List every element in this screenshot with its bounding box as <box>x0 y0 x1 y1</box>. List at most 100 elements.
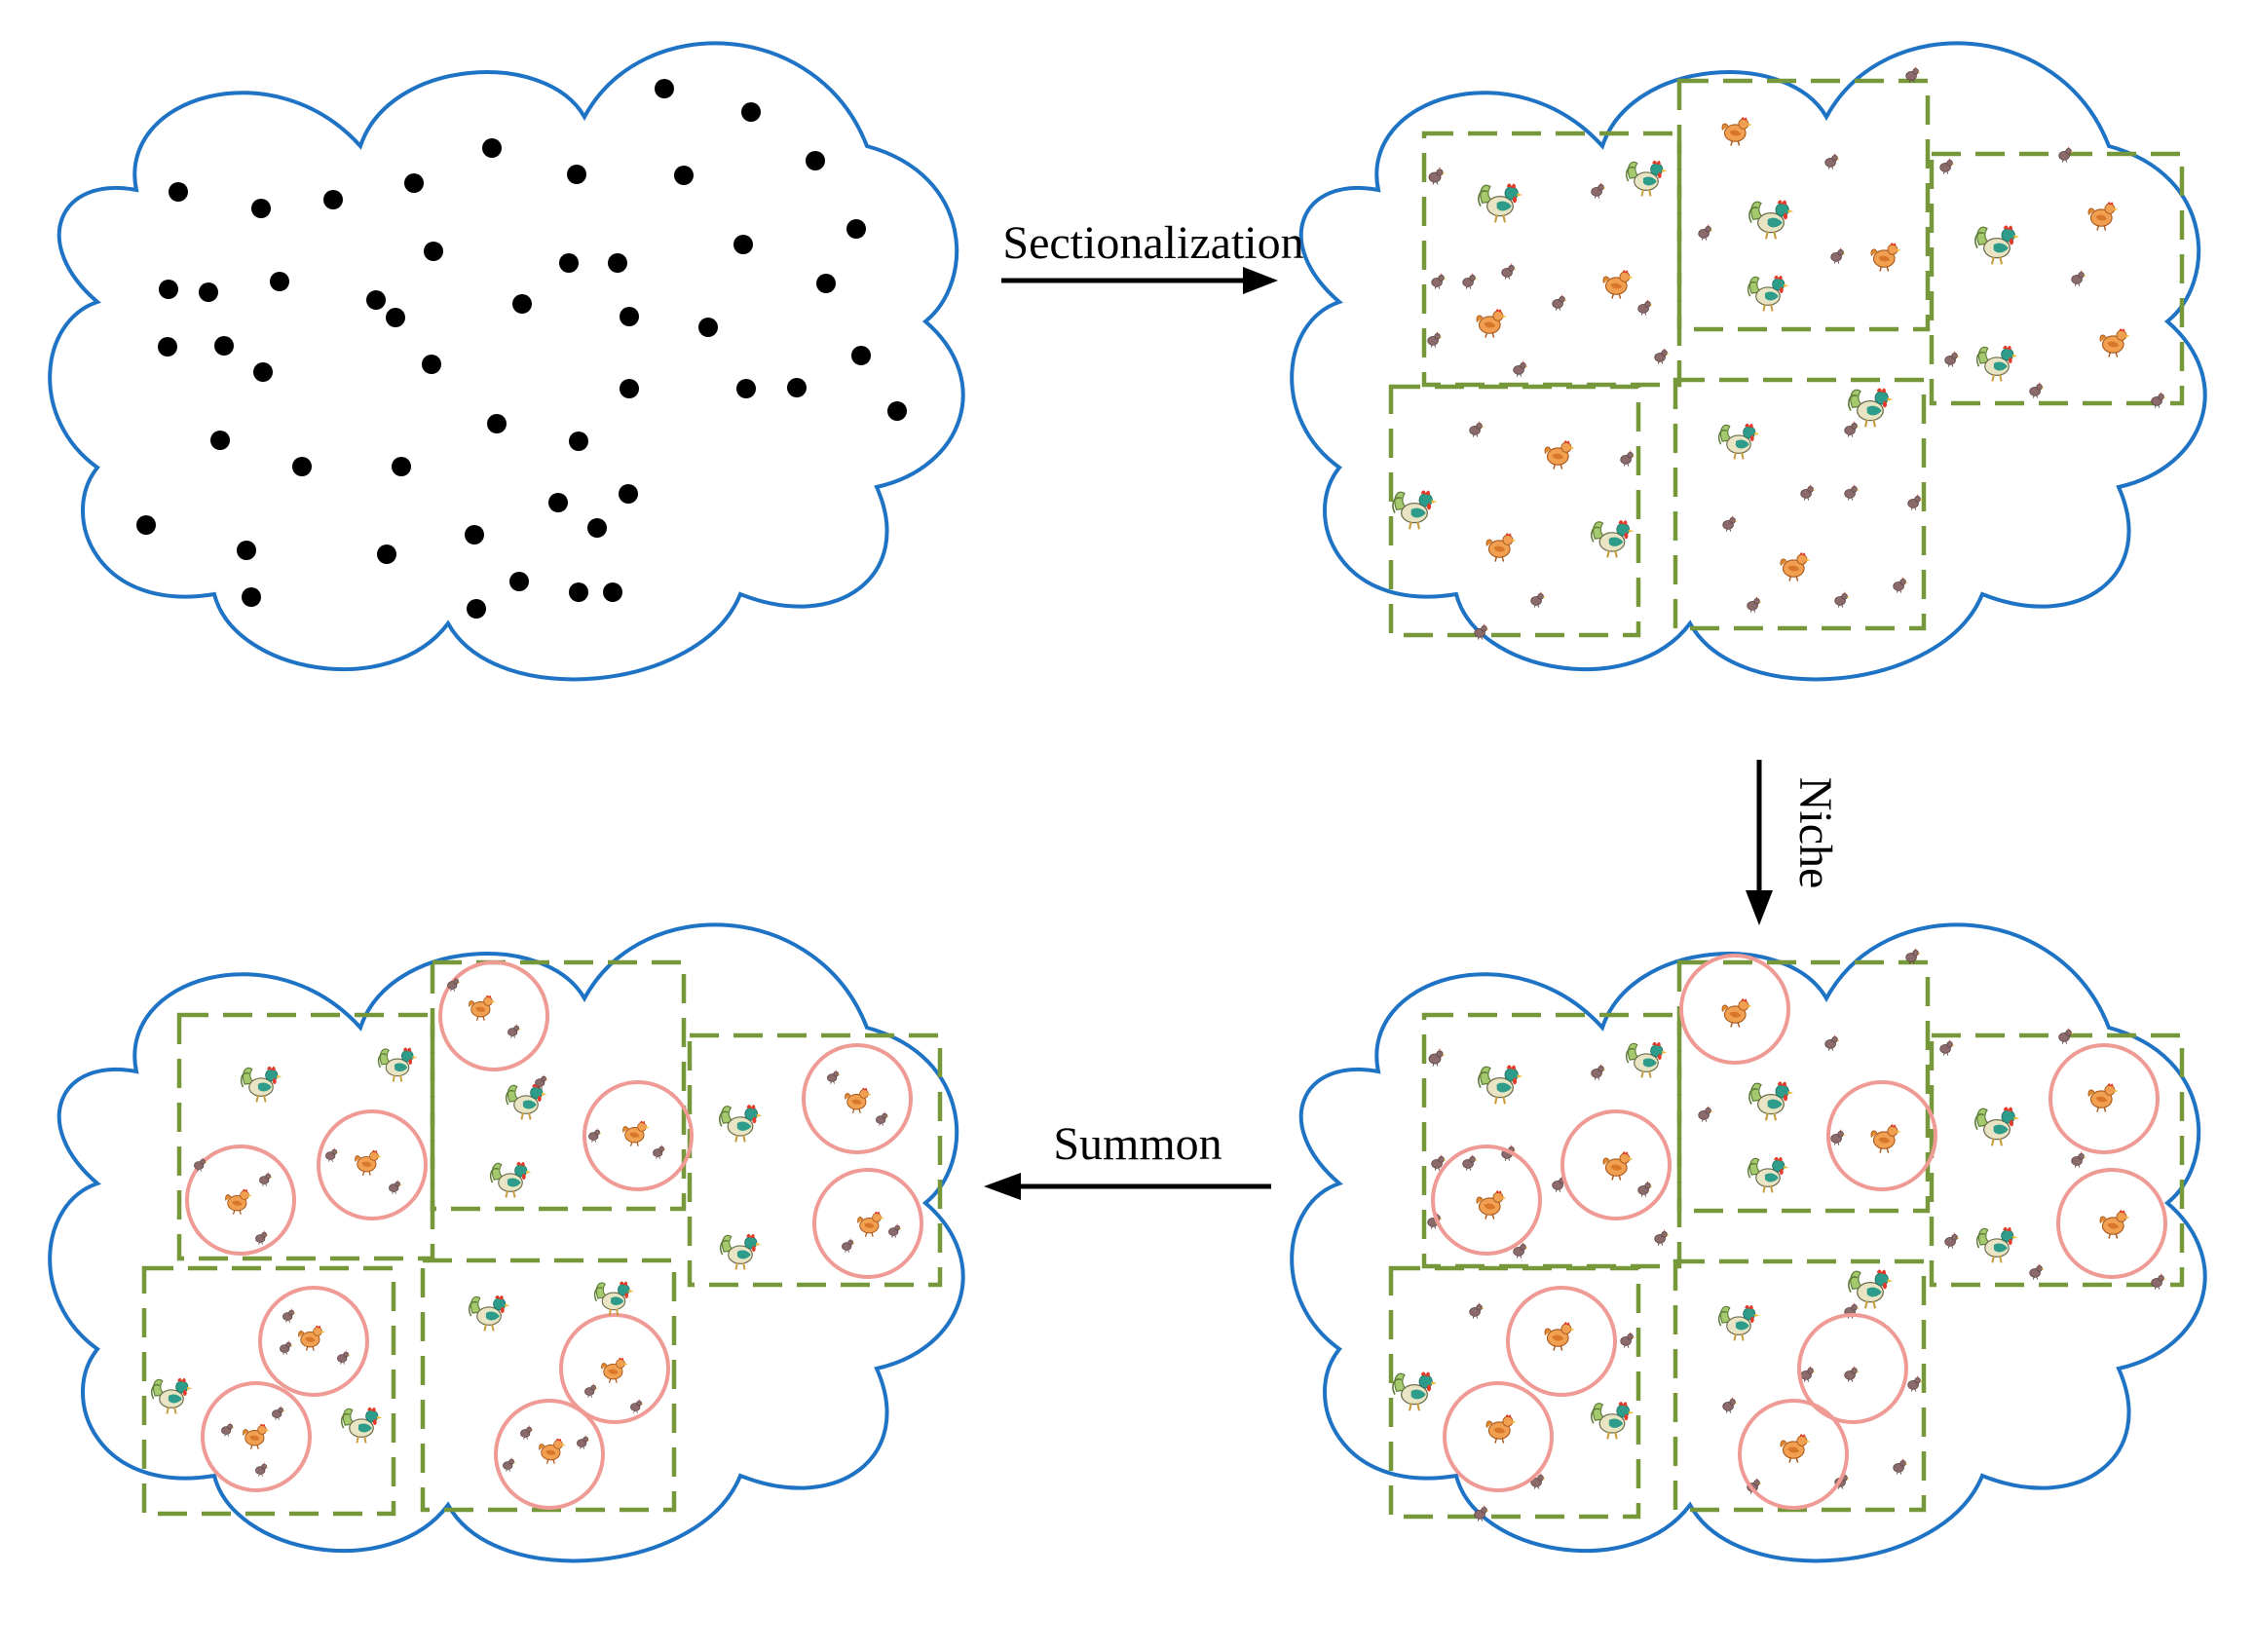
niche-circle <box>1560 1109 1672 1220</box>
population-point <box>608 253 627 273</box>
section-box <box>1388 1265 1641 1520</box>
section-box <box>687 1032 943 1288</box>
population-point <box>806 151 825 170</box>
population-point <box>698 318 718 337</box>
population-point <box>733 235 753 254</box>
niche-circle <box>201 1381 312 1492</box>
section-box <box>1672 377 1927 631</box>
population-point <box>366 290 386 310</box>
population-point <box>292 457 312 476</box>
population-point <box>587 518 607 538</box>
cloud-outline <box>48 41 965 682</box>
niche-circles-panel-3 <box>1431 954 2167 1510</box>
niche-circle <box>1506 1286 1617 1397</box>
population-point <box>787 378 807 397</box>
population-point <box>214 336 234 356</box>
arrow-sectionalization <box>1001 267 1278 294</box>
population-point <box>404 173 424 193</box>
arrow-summon <box>984 1173 1271 1200</box>
niche-circle <box>2048 1043 2160 1154</box>
arrow-niche <box>1746 760 1773 925</box>
niche-circle <box>1738 1399 1849 1510</box>
section-boxes-panel-3 <box>1388 959 2185 1520</box>
cloud-sectionalized <box>1290 41 2207 682</box>
population-point <box>199 282 218 302</box>
population-point <box>741 102 761 122</box>
population-point <box>270 272 289 291</box>
population-point <box>512 294 532 314</box>
population-point <box>569 582 588 602</box>
niche-circle <box>812 1168 923 1279</box>
niche-circle <box>185 1145 296 1256</box>
population-points <box>136 79 907 619</box>
label-summon: Summon <box>1053 1118 1221 1170</box>
section-box <box>176 1012 435 1261</box>
population-point <box>467 599 486 619</box>
population-point <box>422 355 441 374</box>
population-point <box>158 337 177 357</box>
niche-circle <box>1826 1080 1937 1191</box>
population-point <box>851 346 871 365</box>
label-niche: Niche <box>1789 777 1841 889</box>
population-point <box>424 242 443 261</box>
cloud-outline <box>1290 41 2207 682</box>
section-box <box>1672 1258 1927 1513</box>
population-point <box>386 308 405 327</box>
section-box <box>1388 384 1641 638</box>
niche-circle <box>438 960 549 1071</box>
population-point <box>619 484 638 504</box>
section-box <box>430 959 687 1212</box>
population-point <box>482 138 502 158</box>
population-point <box>251 199 271 218</box>
population-point <box>377 544 396 564</box>
niche-circles-panel-4 <box>185 960 923 1510</box>
population-point <box>509 572 529 591</box>
population-point <box>603 582 622 602</box>
population-point <box>816 274 836 293</box>
section-boxes-panel-4 <box>141 959 943 1517</box>
section-boxes-panel-2 <box>1388 78 2185 638</box>
population-point <box>655 79 674 98</box>
population-point <box>242 587 261 607</box>
label-sectionalization: Sectionalization <box>1002 217 1303 269</box>
population-point <box>736 379 756 398</box>
niche-circle <box>1431 1145 1542 1256</box>
niche-circle <box>583 1080 694 1191</box>
population-point <box>846 219 866 239</box>
population-point <box>253 362 273 382</box>
niche-circle <box>2056 1168 2167 1279</box>
population-point <box>674 166 694 185</box>
niche-circle <box>1797 1313 1908 1424</box>
population-point <box>159 280 178 299</box>
population-point <box>887 401 907 421</box>
population-point <box>567 165 586 184</box>
population-point <box>569 432 588 451</box>
cloud-niche <box>1290 922 2207 1563</box>
section-box <box>1929 1032 2185 1288</box>
population-point <box>210 431 230 450</box>
population-point <box>487 414 507 433</box>
population-point <box>620 379 639 398</box>
niche-circle <box>494 1399 605 1510</box>
niche-circle <box>1443 1381 1554 1492</box>
population-point <box>136 515 156 535</box>
population-point <box>620 307 639 326</box>
niche-circle <box>317 1109 428 1220</box>
population-point <box>559 253 579 273</box>
cloud-outline <box>1290 922 2207 1563</box>
section-box <box>1676 78 1931 332</box>
section-box <box>1676 959 1931 1214</box>
population-point <box>169 182 188 202</box>
section-box <box>420 1258 677 1513</box>
niche-circle <box>1679 954 1790 1065</box>
cloud-initial-population <box>48 41 965 682</box>
population-point <box>548 493 568 512</box>
population-point <box>465 525 484 544</box>
population-point <box>323 190 343 209</box>
niche-circle <box>258 1286 369 1397</box>
section-box <box>141 1265 396 1517</box>
niche-circle <box>802 1043 913 1154</box>
population-point <box>237 541 256 560</box>
niche-circle <box>559 1313 670 1424</box>
